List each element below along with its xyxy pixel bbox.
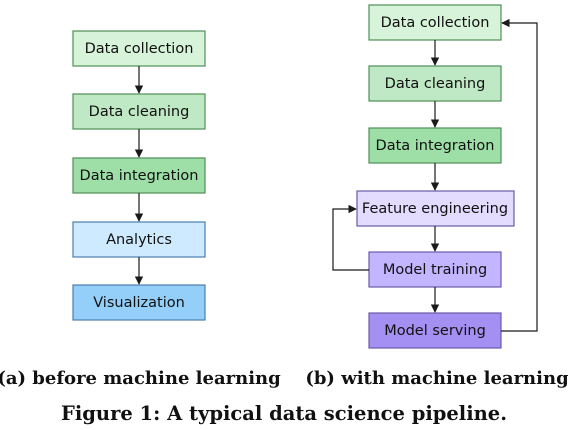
node-b-data-integration-label: Data integration — [376, 138, 495, 154]
node-b-data-cleaning: Data cleaning — [368, 65, 502, 102]
node-a-data-integration-box — [72, 157, 206, 194]
node-a-visualization-box — [72, 284, 206, 321]
node-a-analytics-label: Analytics — [106, 232, 172, 248]
node-b-model-training: Model training — [368, 251, 502, 288]
node-a-visualization-label: Visualization — [93, 295, 185, 311]
node-a-visualization: Visualization — [72, 284, 206, 321]
node-b-data-integration-box — [368, 127, 502, 164]
diagram-a: Data collection Data cleaning Data integ… — [0, 30, 281, 389]
node-a-data-integration-label: Data integration — [80, 168, 199, 184]
feedback-arrow-training-to-feature-engineering — [332, 204, 369, 271]
node-b-data-integration: Data integration — [368, 127, 502, 164]
node-b-model-serving: Model serving — [368, 312, 502, 349]
diagram-b: Data collection Data cleaning Data integ… — [305, 4, 568, 389]
node-a-data-collection-label: Data collection — [85, 41, 194, 57]
node-b-feature-engineering: Feature engineering — [356, 190, 515, 227]
node-b-data-collection-label: Data collection — [381, 15, 490, 31]
node-a-data-cleaning: Data cleaning — [72, 93, 206, 130]
node-b-feature-engineering-box — [356, 190, 515, 227]
caption-b: (b) with machine learning — [305, 368, 568, 389]
node-a-data-cleaning-box — [72, 93, 206, 130]
node-a-data-collection: Data collection — [72, 30, 206, 67]
caption-a: (a) before machine learning — [0, 368, 281, 389]
node-b-model-serving-label: Model serving — [384, 323, 486, 339]
node-b-data-collection-box — [368, 4, 502, 41]
node-a-analytics-box — [72, 221, 206, 258]
figure-caption: Figure 1: A typical data science pipelin… — [61, 402, 507, 425]
node-a-data-integration: Data integration — [72, 157, 206, 194]
node-b-model-training-box — [368, 251, 502, 288]
feedback-arrow-serving-to-collection — [501, 18, 538, 332]
node-a-analytics: Analytics — [72, 221, 206, 258]
node-a-data-collection-box — [72, 30, 206, 67]
node-b-data-cleaning-label: Data cleaning — [385, 76, 486, 92]
node-a-data-cleaning-label: Data cleaning — [89, 104, 190, 120]
node-b-model-serving-box — [368, 312, 502, 349]
node-b-model-training-label: Model training — [383, 262, 487, 278]
node-b-data-cleaning-box — [368, 65, 502, 102]
node-b-data-collection: Data collection — [368, 4, 502, 41]
node-b-feature-engineering-label: Feature engineering — [362, 201, 508, 217]
